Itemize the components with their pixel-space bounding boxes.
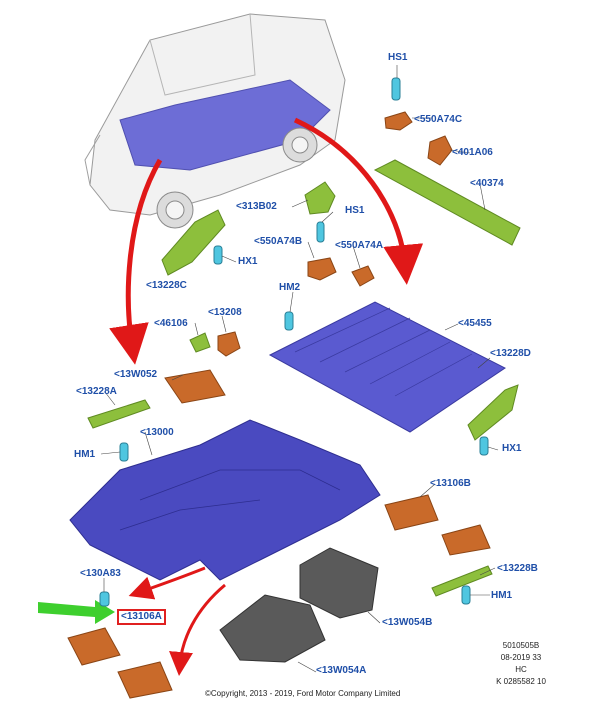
callout-45455[interactable]: <45455 [458, 318, 492, 329]
callout-13106A-highlighted[interactable]: <13106A [117, 609, 166, 625]
callout-40374[interactable]: <40374 [470, 178, 504, 189]
drawing-info-block: 5010505B 08-2019 33 HC K 0285582 10 [486, 640, 556, 688]
part-40374-rail [373, 159, 521, 246]
callout-550A74B[interactable]: <550A74B [254, 236, 303, 247]
callout-46106[interactable]: <46106 [154, 318, 188, 329]
fastener-130A83 [99, 591, 110, 607]
part-13228B-trim [431, 565, 493, 597]
drawing-date: 08-2019 33 [500, 653, 542, 662]
green-indicator-arrow [38, 600, 115, 624]
callout-HX1-right[interactable]: HX1 [502, 443, 522, 454]
drawing-reference: K 0285582 10 [496, 677, 546, 686]
drawing-number: 5010505B [502, 641, 540, 650]
callout-13228C[interactable]: <13228C [146, 280, 187, 291]
callout-401A06[interactable]: <401A06 [452, 147, 493, 158]
part-13W054B-insert [299, 547, 379, 619]
part-13228A-trim [87, 399, 151, 429]
callout-13W052[interactable]: <13W052 [114, 369, 158, 380]
part-45455-load-floor [268, 301, 506, 433]
leader-lines [100, 65, 499, 673]
callout-13208[interactable]: <13208 [208, 307, 242, 318]
callout-HM1-left[interactable]: HM1 [74, 449, 96, 460]
callout-130A83[interactable]: <130A83 [80, 568, 121, 579]
copyright-notice: ©Copyright, 2013 - 2019, Ford Motor Comp… [205, 689, 401, 698]
part-13208 [217, 331, 241, 357]
part-550A74C-clip [384, 111, 413, 131]
part-13W052-pad [164, 369, 226, 404]
callout-313B02[interactable]: <313B02 [236, 201, 277, 212]
callout-HX1-left[interactable]: HX1 [238, 256, 258, 267]
part-13106B-pad-2 [441, 524, 491, 556]
part-13228C-trim [161, 209, 226, 276]
callout-HM1-right[interactable]: HM1 [491, 590, 513, 601]
callout-13W054A[interactable]: <13W054A [316, 665, 367, 676]
vehicle-body-illustration [84, 13, 346, 229]
fastener-HS1-mid [316, 221, 325, 243]
part-13228D-trim [467, 384, 519, 441]
fastener-HM1-left [119, 442, 129, 462]
callout-550A74A[interactable]: <550A74A [335, 240, 384, 251]
callout-13000[interactable]: <13000 [140, 427, 174, 438]
fastener-HX1-left [213, 245, 223, 265]
callout-550A74C[interactable]: <550A74C [414, 114, 463, 125]
part-13106B-pad-1 [384, 494, 439, 531]
part-46106 [189, 332, 211, 353]
part-13106A-pad-2 [117, 661, 173, 699]
fastener-HX1-right [479, 436, 489, 456]
part-13W054A-insert [219, 594, 326, 663]
fastener-HS1-top [391, 77, 401, 101]
callout-13228A[interactable]: <13228A [76, 386, 117, 397]
callout-13106B[interactable]: <13106B [430, 478, 471, 489]
callout-13228D[interactable]: <13228D [490, 348, 531, 359]
part-550A74B [307, 257, 337, 281]
fastener-HM1-right [461, 585, 471, 605]
part-401A06-bracket [427, 135, 453, 166]
callout-13228B[interactable]: <13228B [497, 563, 538, 574]
fastener-HM2 [284, 311, 294, 331]
part-550A74A [351, 265, 375, 287]
callout-13W054B[interactable]: <13W054B [382, 617, 433, 628]
part-13000-floor-mat [69, 419, 381, 581]
callout-HM2[interactable]: HM2 [279, 282, 301, 293]
callout-HS1-top[interactable]: HS1 [388, 52, 408, 63]
load-floor-ribs [294, 307, 473, 397]
part-313B02 [304, 181, 336, 215]
part-13106A-pad-1 [67, 627, 121, 666]
red-direction-arrows [109, 117, 424, 676]
drawing-code: HC [515, 665, 527, 674]
callout-HS1-mid[interactable]: HS1 [345, 205, 365, 216]
